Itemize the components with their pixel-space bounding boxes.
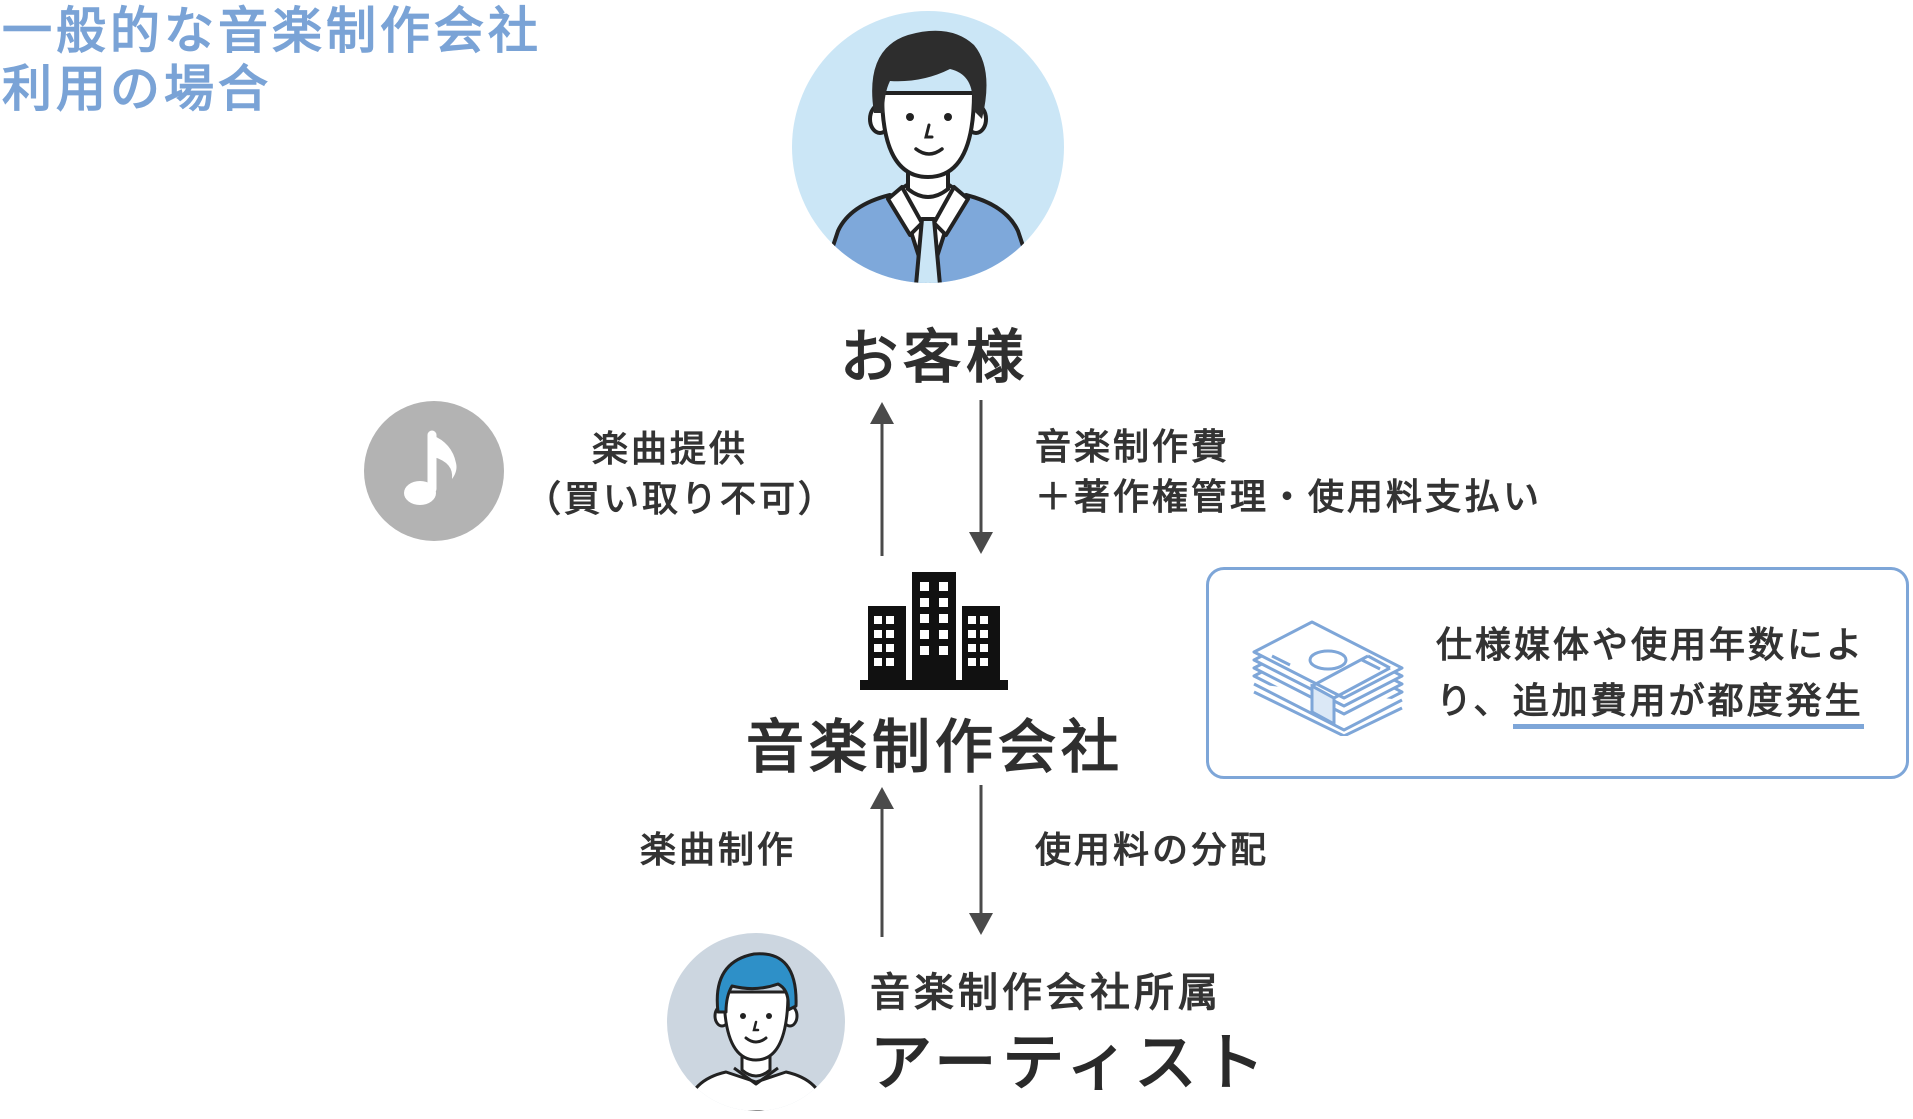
artist-avatar [667, 933, 845, 1111]
money-stack-icon [1252, 620, 1404, 736]
music-note-icon [364, 401, 504, 541]
note-text: 仕様媒体や使用年数によ り、追加費用が都度発生 [1436, 618, 1865, 730]
arrow-down-to-company [969, 400, 993, 554]
building-icon [860, 572, 1008, 690]
flow-label-fee: 音楽制作費 ＋著作権管理・使用料支払い [1035, 423, 1542, 523]
flow-label-produce: 楽曲制作 [640, 830, 797, 871]
note-emphasis: 追加費用が都度発生 [1512, 681, 1864, 729]
fee-line-2: ＋著作権管理・使用料支払い [1035, 477, 1543, 518]
heading-line-1: 一般的な音楽制作会社 [2, 2, 542, 60]
company-label: 音楽制作会社 [746, 713, 1125, 781]
note-line-2: り、追加費用が都度発生 [1436, 674, 1865, 730]
note-line-2-plain: り、 [1436, 681, 1513, 722]
provide-line-2: （買い取り不可） [525, 479, 838, 520]
arrow-up-to-customer [870, 402, 894, 556]
arrow-up-to-company [870, 787, 894, 937]
note-line-1: 仕様媒体や使用年数によ [1436, 625, 1866, 666]
artist-main-label: アーティスト [870, 1026, 1271, 1099]
arrow-down-to-artist [969, 785, 993, 935]
flow-label-provide: 楽曲提供 （買い取り不可） [525, 425, 838, 525]
customer-label: お客様 [840, 323, 1030, 391]
flow-label-distribute: 使用料の分配 [1035, 830, 1270, 871]
heading-line-2: 利用の場合 [2, 60, 272, 118]
artist-sub-label: 音楽制作会社所属 [870, 970, 1222, 1016]
provide-line-1: 楽曲提供 [591, 429, 748, 470]
fee-line-1: 音楽制作費 [1035, 427, 1231, 468]
diagram-heading: 一般的な音楽制作会社 利用の場合 [2, 2, 542, 118]
customer-avatar [792, 11, 1064, 283]
